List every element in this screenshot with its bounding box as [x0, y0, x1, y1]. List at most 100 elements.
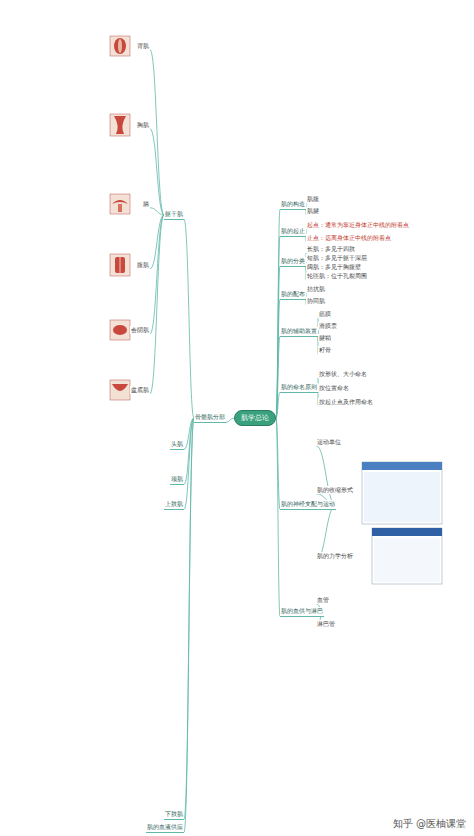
central-topic: 肌学总论 — [234, 410, 276, 427]
leaf-topic: 腱鞘 — [318, 334, 332, 343]
leaf-topic: 肌的收缩形式 — [316, 486, 354, 495]
branch-connector — [150, 129, 164, 215]
topic-text: 肌的神经支配与运动 — [281, 500, 335, 508]
leaf-topic: 滑膜囊 — [318, 322, 338, 331]
branch-topic: 肌的构造 — [280, 200, 306, 210]
topic-text: 按位置命名 — [319, 384, 349, 392]
topic-text: 按形状、大小命名 — [319, 370, 367, 378]
branch-topic: 肌的血供与淋巴 — [280, 607, 324, 617]
topic-text: 淋巴管 — [317, 620, 335, 628]
muscle-figure — [110, 194, 130, 214]
topic-text: 头肌 — [171, 440, 183, 448]
branch-connector — [276, 299, 280, 418]
branch-topic: 肌的起止 — [280, 227, 306, 237]
branch-topic: 肌的命名原则 — [280, 383, 318, 393]
topic-text: 肌的构造 — [281, 200, 305, 208]
muscle-figure — [110, 114, 130, 136]
topic-text: 盆底肌 — [131, 386, 149, 394]
branch-topic: 躯干肌 — [164, 210, 184, 220]
muscle-figure — [110, 380, 130, 400]
branch-topic: 颈肌 — [170, 475, 184, 485]
branch-topic: 肌的神经支配与运动 — [280, 500, 336, 510]
leaf-topic: 运动单位 — [316, 438, 342, 447]
topic-text: 止点：远离身体正中线的附着点 — [307, 234, 391, 242]
topic-text: 肌的收缩形式 — [317, 486, 353, 494]
topic-text: 肌的辅助装置 — [281, 327, 317, 335]
leaf-topic: 背肌 — [136, 42, 150, 51]
topic-text: 肌的命名原则 — [281, 383, 317, 391]
topic-text: 肌的血供与淋巴 — [281, 607, 323, 615]
topic-text: 运动单位 — [317, 438, 341, 446]
topic-text: 协同肌 — [307, 297, 325, 305]
topic-text: 起点：通常为靠近身体正中线的附着点 — [307, 221, 409, 229]
topic-text: 肌腹 — [307, 195, 319, 203]
leaf-topic: 血管 — [316, 596, 330, 605]
topic-text: 下肢肌 — [165, 810, 183, 818]
branch-topic: 上肢肌 — [164, 500, 184, 510]
topic-text: 血管 — [317, 596, 329, 604]
branch-topic: 头肌 — [170, 440, 184, 450]
topic-text: 轮匝肌：位于孔裂周围 — [307, 272, 367, 280]
leaf-topic: 盆底肌 — [130, 386, 150, 395]
topic-text: 骨骼肌分部 — [195, 413, 225, 421]
leaf-topic: 短肌：多见于躯干深层 — [306, 254, 368, 263]
branch-topic: 下肢肌 — [164, 810, 184, 820]
topic-text: 按起止点及作用命名 — [319, 398, 373, 406]
leaf-topic: 轮匝肌：位于孔裂周围 — [306, 272, 368, 281]
branch-connector — [150, 50, 164, 215]
leaf-topic: 肌的力学分析 — [316, 552, 354, 561]
leaf-topic: 按形状、大小命名 — [318, 370, 368, 379]
leaf-topic: 籽骨 — [318, 346, 332, 355]
topic-text: 拮抗肌 — [307, 285, 325, 293]
muscle-figure — [110, 36, 130, 56]
topic-text: 颈肌 — [171, 475, 183, 483]
leaf-topic: 腹肌 — [136, 261, 150, 270]
topic-text: 背肌 — [137, 42, 149, 50]
leaf-topic: 胸肌 — [136, 121, 150, 130]
branch-topic: 肌的血液供应 — [146, 823, 184, 833]
branch-connector — [276, 418, 280, 616]
leaf-topic: 起点：通常为靠近身体正中线的附着点 — [306, 221, 410, 230]
leaf-topic: 肌腹 — [306, 195, 320, 204]
leaf-topic: 按位置命名 — [318, 384, 350, 393]
leaf-topic: 筋膜 — [318, 310, 332, 319]
branch-connector — [226, 418, 234, 422]
topic-text: 短肌：多见于躯干深层 — [307, 254, 367, 262]
topic-text: 会阴肌 — [131, 326, 149, 334]
branch-connector — [184, 418, 194, 832]
leaf-topic: 肌腱 — [306, 207, 320, 216]
topic-text: 籽骨 — [319, 346, 331, 354]
branch-connector — [150, 215, 164, 334]
topic-text: 肌的分类 — [281, 257, 305, 265]
branch-connector — [276, 392, 280, 418]
topic-text: 膈 — [143, 200, 149, 208]
table-image — [362, 462, 442, 584]
branch-connector — [316, 446, 336, 505]
topic-text: 肌学总论 — [241, 414, 269, 423]
branch-connector — [150, 215, 164, 394]
topic-text: 阔肌：多见于胸腹壁 — [307, 263, 361, 271]
topic-text: 长肌：多见于四肢 — [307, 245, 355, 253]
leaf-topic: 淋巴管 — [316, 620, 336, 629]
branch-connector — [276, 336, 280, 418]
branch-topic: 肌的辅助装置 — [280, 327, 318, 337]
leaf-topic: 会阴肌 — [130, 326, 150, 335]
topic-text: 腹肌 — [137, 261, 149, 269]
leaf-topic: 协同肌 — [306, 297, 326, 306]
topic-text: 肌的血液供应 — [147, 823, 183, 831]
watermark: 知乎 @医柚课堂 — [393, 817, 466, 831]
topic-text: 躯干肌 — [165, 210, 183, 218]
branch-connector — [150, 208, 164, 215]
leaf-topic: 拮抗肌 — [306, 285, 326, 294]
branch-topic: 骨骼肌分部 — [194, 413, 226, 423]
leaf-topic: 止点：远离身体正中线的附着点 — [306, 234, 392, 243]
branch-topic: 肌的配布 — [280, 290, 306, 300]
topic-text: 上肢肌 — [165, 500, 183, 508]
topic-text: 筋膜 — [319, 310, 331, 318]
muscle-figure — [110, 254, 130, 276]
topic-text: 胸肌 — [137, 121, 149, 129]
branch-connector — [184, 219, 194, 418]
branch-topic: 肌的分类 — [280, 257, 306, 267]
topic-text: 肌的配布 — [281, 290, 305, 298]
topic-text: 肌的起止 — [281, 227, 305, 235]
